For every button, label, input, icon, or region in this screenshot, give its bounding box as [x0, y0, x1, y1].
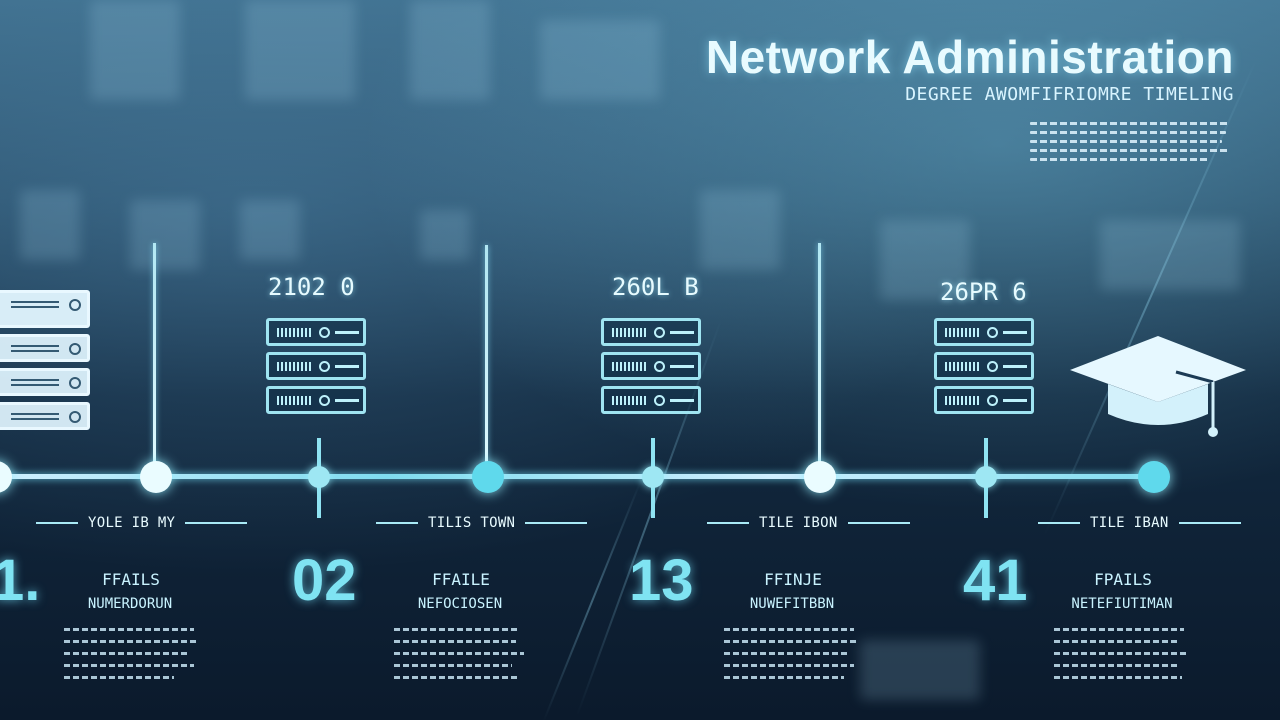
timeline-tick-node [308, 466, 330, 488]
server-rack-icon [0, 290, 90, 436]
step-subheading: NUMERDORUN [87, 596, 173, 612]
step-number: 1. [0, 548, 41, 613]
connector-line [153, 243, 156, 465]
step-title-text: TILE IBON [759, 515, 838, 531]
step-heading: FPAILS [1094, 570, 1152, 589]
step-heading: FFAILE [432, 570, 490, 589]
connector-line [485, 245, 488, 467]
server-rack-icon [601, 318, 701, 420]
timeline-tick-node [642, 466, 664, 488]
graduation-cap-icon [1070, 336, 1246, 437]
step-paragraph [64, 628, 198, 688]
step-subheading: NEFOCIOSEN [417, 596, 503, 612]
server-rack-icon [266, 318, 366, 420]
step-title-text: YOLE IB MY [88, 515, 176, 531]
timeline-tick-node [975, 466, 997, 488]
step-subheading: NETEFIUTIMAN [1071, 596, 1173, 612]
step-number: 13 [629, 548, 694, 613]
timeline-node [0, 461, 12, 493]
step-title: YOLE IB MY [36, 515, 248, 531]
step-heading: FFAILS [102, 570, 160, 589]
step-title-text: TILIS TOWN [428, 515, 516, 531]
timeline-bar [0, 474, 1160, 479]
step-paragraph [1054, 628, 1188, 688]
step-paragraph [394, 628, 528, 688]
page-title: Network Administration [705, 31, 1234, 83]
timeline-node [804, 461, 836, 493]
timeline-node [472, 461, 504, 493]
timeline-node [140, 461, 172, 493]
step-title: TILE IBAN [1038, 515, 1241, 531]
step-year: 26PR 6 [940, 278, 1027, 306]
timeline-node [1138, 461, 1170, 493]
step-number: 41 [963, 548, 1028, 613]
header-paragraph [1030, 116, 1230, 166]
step-title: TILIS TOWN [376, 515, 588, 531]
step-heading: FFINJE [764, 570, 822, 589]
step-paragraph [724, 628, 858, 688]
page-subtitle: DEGREE AWOMFIFRIOMRE TIMELING [905, 84, 1234, 105]
step-number: 02 [292, 548, 357, 613]
step-subheading: NUWEFITBBN [749, 596, 835, 612]
step-year: 260L B [612, 273, 699, 301]
server-rack-icon [934, 318, 1034, 420]
step-title: TILE IBON [707, 515, 910, 531]
step-year: 2102 0 [268, 273, 355, 301]
step-title-text: TILE IBAN [1090, 515, 1169, 531]
connector-line [818, 243, 821, 465]
